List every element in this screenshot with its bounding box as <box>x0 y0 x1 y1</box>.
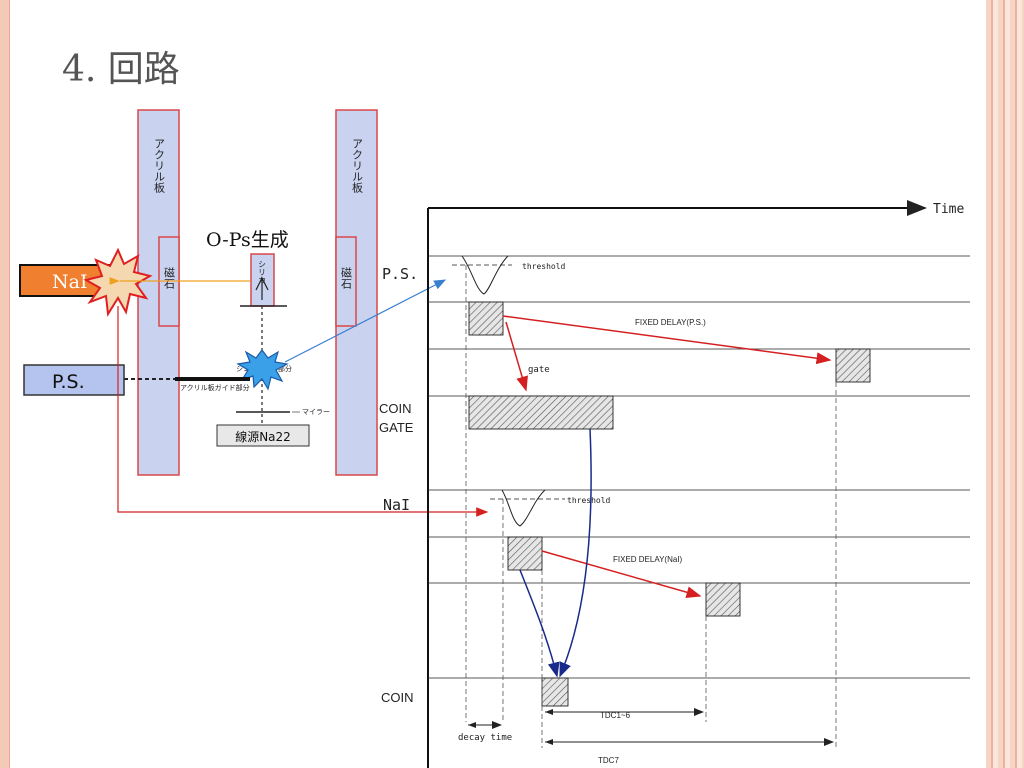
acrylic-plate-right-label: アクリル板 <box>351 138 364 194</box>
fixed-delay-ps-label: FIXED DELAY(P.S.) <box>635 318 706 327</box>
threshold-nai-label: threshold <box>567 496 611 505</box>
nai-discriminated-signal <box>507 536 543 571</box>
nai-delayed-signal <box>705 582 741 617</box>
row-label-coin-gate-1: COIN <box>379 401 412 416</box>
scintillator-burst <box>236 349 289 391</box>
row-label-coin: COIN <box>381 690 414 705</box>
ps-discriminated-signal <box>468 301 504 336</box>
slide-frame-right <box>986 0 1024 768</box>
magnet-left-label: 磁石 <box>163 267 176 289</box>
lightguide-label: アクリル板ガイド部分 <box>180 383 250 392</box>
source-box <box>216 424 310 447</box>
source-label: 線源Na22 <box>235 429 291 444</box>
row-label-ps: P.S. <box>382 265 418 283</box>
ps-detector-box <box>23 364 125 396</box>
slide-frame-left <box>0 0 10 768</box>
magnet-right <box>335 236 357 327</box>
coin-signal <box>541 677 569 707</box>
mylar-label: マイラー <box>302 408 330 416</box>
gate-label: gate <box>528 365 550 375</box>
ops-label: O-Ps生成 <box>206 229 289 251</box>
ps-detector-label: P.S. <box>52 371 85 393</box>
decay-time-label: decay time <box>458 733 512 743</box>
silica-label: シリカ <box>258 260 267 284</box>
tdc7-label: TDC7 <box>598 756 619 765</box>
row-label-nai: NaI <box>383 496 410 514</box>
fixed-delay-nai-label: FIXED DELAY(NaI) <box>613 555 683 564</box>
ps-delayed-signal <box>835 348 871 383</box>
time-axis-label: Time <box>933 202 964 217</box>
slide-title: 4. 回路 <box>62 49 180 90</box>
coin-gate-signal <box>468 395 614 430</box>
row-label-coin-gate-2: GATE <box>379 420 414 435</box>
nai-detector-label: NaI <box>52 271 87 293</box>
acrylic-plate-left-label: アクリル板 <box>153 138 166 194</box>
threshold-ps-label: threshold <box>522 262 566 271</box>
magnet-right-label: 磁石 <box>340 267 353 289</box>
tdc16-label: TDC1~6 <box>600 711 631 720</box>
